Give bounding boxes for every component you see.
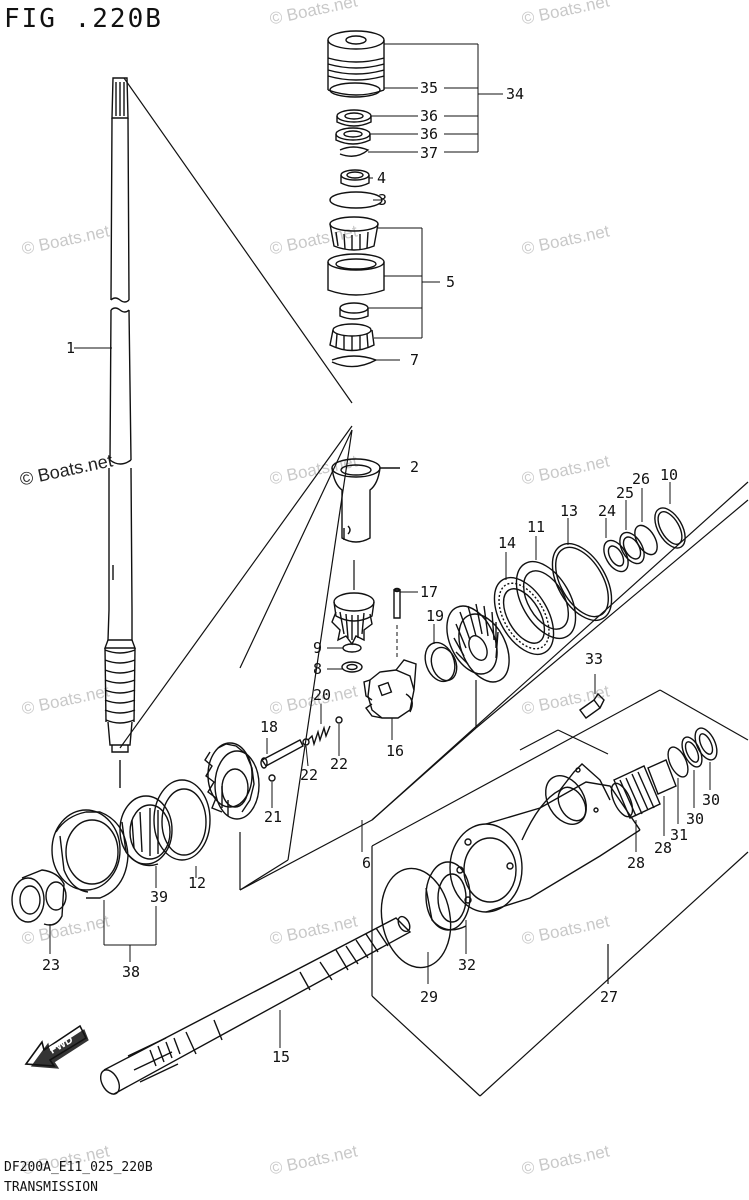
oil-seal-part-36a xyxy=(336,109,372,127)
thrust-washer-part-11 xyxy=(515,536,577,640)
pinion-gear xyxy=(331,592,375,646)
callout-24: 24 xyxy=(598,502,617,520)
bearing-part-25 xyxy=(619,500,645,565)
propeller-shaft-part-15 xyxy=(99,915,412,1095)
bearing-part-32 xyxy=(425,861,471,954)
bearing-race-part-4 xyxy=(340,169,370,188)
callout-13: 13 xyxy=(560,502,579,520)
thrust-bearing-part-14 xyxy=(493,552,555,656)
ball-part-22b xyxy=(302,738,310,746)
callout-2: 2 xyxy=(410,458,420,476)
callout-25: 25 xyxy=(616,484,635,502)
footer-code: DF200A_E11_025_220B xyxy=(4,1160,153,1175)
leader-bracket-38 xyxy=(103,876,197,962)
callout-19: 19 xyxy=(426,607,445,625)
callout-3: 3 xyxy=(378,191,388,209)
callout-7: 7 xyxy=(410,351,420,369)
callout-36a: 36 xyxy=(420,107,439,125)
sleeve-part-2 xyxy=(331,458,400,543)
callout-10: 10 xyxy=(660,466,679,484)
callout-39: 39 xyxy=(150,888,169,906)
clutch-dog-part-16 xyxy=(363,659,417,740)
callout-37: 37 xyxy=(420,144,439,162)
ring-part-35 xyxy=(329,82,381,98)
callout-31: 31 xyxy=(670,826,689,844)
callout-17: 17 xyxy=(420,583,439,601)
ball-part-21 xyxy=(268,774,276,782)
callout-22b: 22 xyxy=(330,755,349,773)
washer-part-9 xyxy=(342,643,362,653)
shim-part-26 xyxy=(634,488,658,556)
callout-36b: 36 xyxy=(420,125,439,143)
callout-1: 1 xyxy=(66,339,76,357)
bevel-gear xyxy=(446,603,510,683)
callout-38: 38 xyxy=(122,963,141,981)
pin-part-17 xyxy=(393,587,418,660)
callout-22a: 22 xyxy=(300,766,319,784)
bearing-part-24 xyxy=(603,518,629,573)
callout-32: 32 xyxy=(458,956,477,974)
circlip-part-7 xyxy=(331,355,378,368)
callout-9: 9 xyxy=(313,639,323,657)
forward-direction-arrow-icon: FWD xyxy=(24,1024,89,1069)
assembly-outline-27 xyxy=(371,689,749,1097)
shim-part-13 xyxy=(551,518,613,622)
spring-part-20 xyxy=(307,704,331,747)
bolt-part-33 xyxy=(579,674,605,719)
callout-33: 33 xyxy=(585,650,604,668)
spring-ring-part-19 xyxy=(424,624,458,683)
bearing-carrier-part-27 xyxy=(449,763,641,913)
callout-30a: 30 xyxy=(686,810,705,828)
washer-part-8 xyxy=(341,661,363,673)
assembly-outline-mid xyxy=(239,429,749,891)
needle-bearing-part-28b xyxy=(647,759,677,836)
callout-20: 20 xyxy=(313,686,332,704)
figure-title: FIG .220B xyxy=(4,4,163,34)
callout-27: 27 xyxy=(600,988,619,1006)
callout-29: 29 xyxy=(420,988,439,1006)
tapered-bearing-part-39 xyxy=(119,795,173,888)
drive-shaft-part-1 xyxy=(103,77,137,788)
o-ring-part-29 xyxy=(380,867,452,984)
needle-bearing-part-28 xyxy=(610,765,661,852)
oil-seal-part-30b xyxy=(694,727,718,790)
callout-15: 15 xyxy=(272,1048,291,1066)
callout-5: 5 xyxy=(446,273,456,291)
bearing-housing-part-34 xyxy=(327,30,385,96)
callout-14: 14 xyxy=(498,534,517,552)
callout-28b: 28 xyxy=(654,839,673,857)
callout-35: 35 xyxy=(420,79,439,97)
circlip-part-37 xyxy=(339,146,370,157)
callout-18: 18 xyxy=(260,718,279,736)
callout-26: 26 xyxy=(632,470,651,488)
callout-4: 4 xyxy=(377,169,387,187)
ball-part-22a xyxy=(335,716,343,724)
callout-8: 8 xyxy=(313,660,323,678)
oil-seal-part-36b xyxy=(335,127,371,145)
callout-12: 12 xyxy=(188,874,207,892)
callout-34: 34 xyxy=(506,85,525,103)
callout-23: 23 xyxy=(42,956,61,974)
forward-gear xyxy=(204,742,260,820)
footer-name: TRANSMISSION xyxy=(4,1180,98,1195)
leader-lines-top xyxy=(74,43,503,361)
bushing-part-23 xyxy=(11,869,67,954)
callout-6: 6 xyxy=(362,854,372,872)
ring-part-10 xyxy=(654,482,686,549)
push-rod-part-18 xyxy=(260,738,304,769)
callout-11: 11 xyxy=(527,518,546,536)
callout-16: 16 xyxy=(386,742,405,760)
tapered-bearing-part-5 xyxy=(327,216,385,352)
callout-30b: 30 xyxy=(702,791,721,809)
callout-28a: 28 xyxy=(627,854,646,872)
oil-seal-part-30a xyxy=(681,736,703,808)
assembly-outline xyxy=(119,77,353,749)
oil-seal-part-31 xyxy=(667,746,689,824)
bearing-race-part-12 xyxy=(153,779,211,876)
callout-21: 21 xyxy=(264,808,283,826)
bearing-housing-part-38 xyxy=(51,809,129,930)
